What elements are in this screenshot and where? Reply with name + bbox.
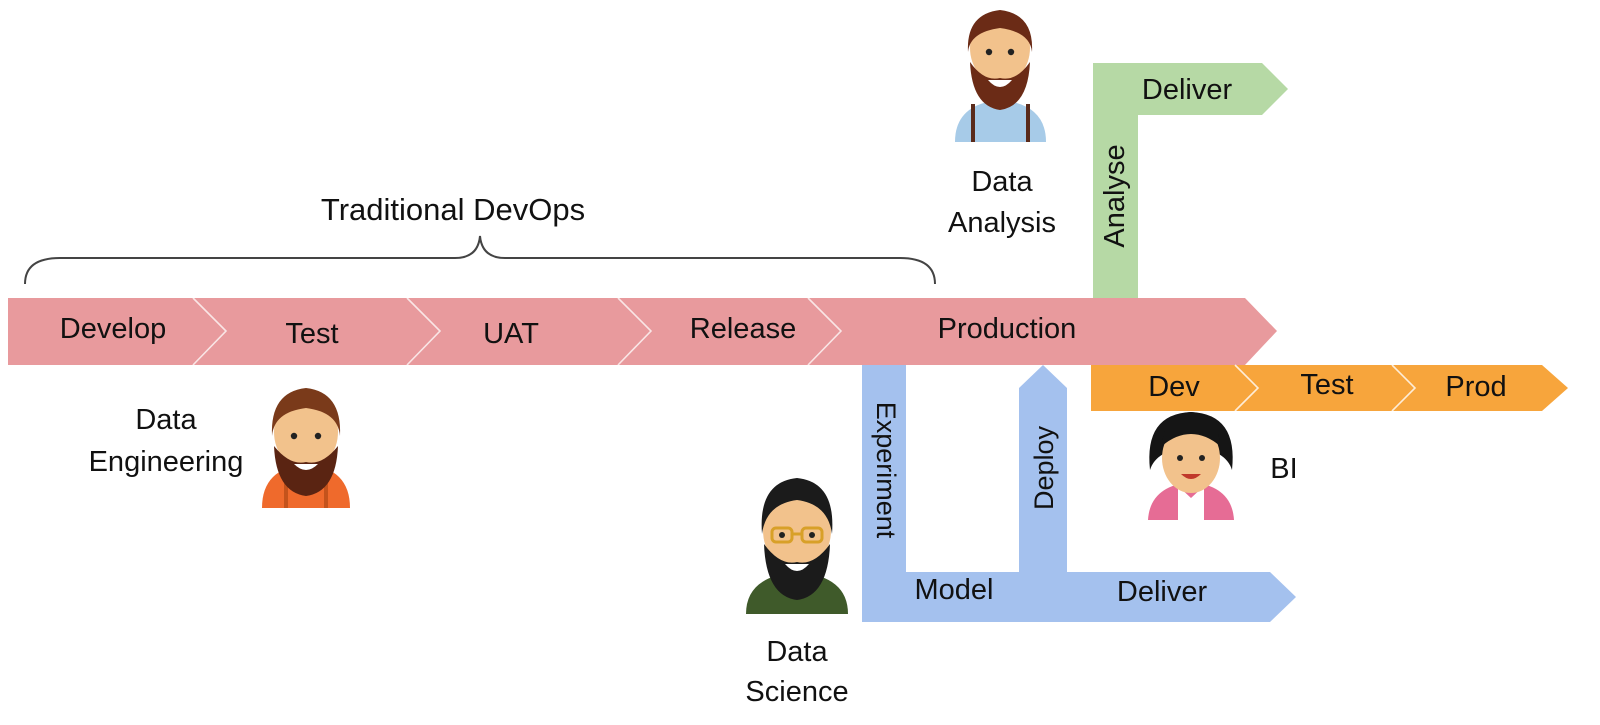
analysis-deliver-label: Deliver — [1142, 74, 1233, 106]
data-science-arrow-shape — [862, 365, 1296, 622]
data-science-deliver-label: Deliver — [1117, 576, 1208, 608]
bi-arrow-shape — [1091, 365, 1568, 411]
pipeline-stage-label: Test — [285, 318, 338, 350]
bi-stage-label: Prod — [1445, 371, 1506, 403]
diagram-title: Traditional DevOps — [321, 192, 585, 227]
deploy-label: Deploy — [1029, 425, 1059, 510]
pipeline-stage-label: Release — [690, 313, 796, 345]
analysis-flow: Deliver Analyse — [1093, 63, 1288, 300]
pipeline-arrow-shape — [8, 298, 1277, 365]
bi-flow: Dev Test Prod — [1091, 364, 1568, 412]
data-analysis-label-line: Data — [971, 166, 1033, 198]
traditional-devops-brace — [24, 235, 936, 285]
data-engineering-label-line: Engineering — [89, 446, 244, 478]
model-label: Model — [915, 574, 994, 606]
pipeline-stage-divider — [192, 297, 228, 366]
pipeline-stage-label: Production — [938, 313, 1077, 345]
bi-stage-divider — [1234, 364, 1260, 412]
bearded-man-glasses-icon — [746, 478, 848, 614]
analysis-analyse-label: Analyse — [1099, 144, 1131, 247]
pipeline-stage-divider — [617, 297, 653, 366]
bearded-man-orange-shirt-icon — [262, 388, 350, 508]
data-engineering-label-line: Data — [135, 404, 197, 436]
data-science-flow: Experiment Deploy Model Deliver — [862, 365, 1296, 622]
bi-stage-divider — [1391, 364, 1417, 412]
pipeline-stage-label: UAT — [483, 318, 539, 350]
experiment-label: Experiment — [871, 402, 901, 539]
bi-stage-label: Dev — [1148, 371, 1200, 403]
pipeline-stage-divider — [807, 297, 843, 366]
data-analysis-label-line: Analysis — [948, 207, 1056, 239]
pipeline-stage-divider — [406, 297, 442, 366]
bearded-man-suspenders-icon — [955, 10, 1046, 142]
data-science-label-line: Science — [745, 676, 848, 708]
bi-stage-label: Test — [1300, 369, 1353, 401]
pipeline-stage-label: Develop — [60, 313, 166, 345]
pipeline: Develop Test UAT Release Production — [8, 297, 1277, 366]
bi-label: BI — [1270, 453, 1297, 485]
analysis-arrow-shape — [1093, 63, 1288, 300]
woman-pink-shirt-icon — [1148, 412, 1234, 520]
data-science-label-line: Data — [766, 636, 828, 668]
